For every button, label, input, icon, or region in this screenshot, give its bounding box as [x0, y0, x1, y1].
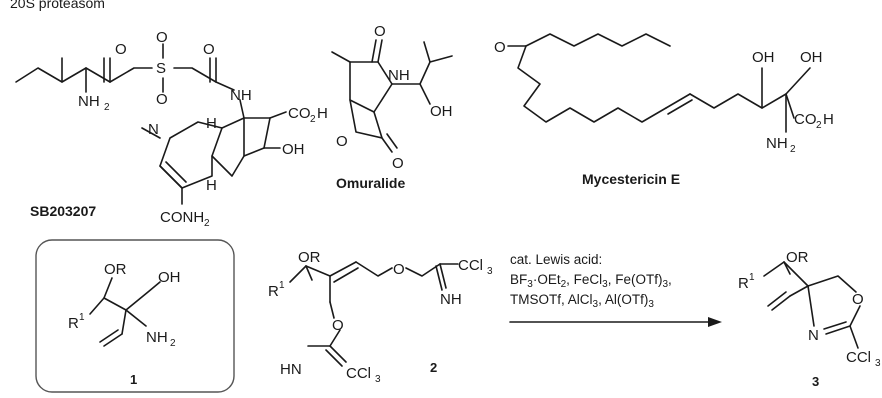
svg-text:2: 2: [790, 144, 796, 155]
svg-text:O: O: [392, 155, 404, 172]
svg-text:1: 1: [749, 272, 755, 283]
svg-text:O: O: [332, 317, 344, 334]
svg-text:OH: OH: [158, 269, 181, 286]
svg-text:O: O: [374, 23, 386, 40]
svg-text:O: O: [115, 41, 127, 58]
svg-text:3: 3: [487, 266, 493, 277]
structure-mycestericin-e: O OH OH CO 2 H NH 2 Mycestericin E: [494, 33, 834, 187]
svg-text:1: 1: [79, 312, 85, 323]
svg-text:CONH: CONH: [160, 209, 204, 226]
svg-text:R: R: [738, 275, 749, 292]
svg-text:CO: CO: [288, 105, 311, 122]
header-fragment: 20S proteasom: [10, 0, 105, 11]
svg-text:2: 2: [204, 218, 210, 229]
svg-text:NH: NH: [440, 291, 462, 308]
svg-text:3: 3: [812, 374, 819, 389]
svg-text:OR: OR: [786, 249, 809, 266]
reaction-conditions: cat. Lewis acid: BF3·OEt2, FeCl3, Fe(OTf…: [510, 252, 672, 310]
svg-text:2: 2: [310, 114, 316, 125]
structure-sb203207: O O S O O NH NH 2 H H CO 2 H OH N CONH 2…: [15, 29, 328, 229]
svg-text:NH: NH: [78, 93, 100, 110]
svg-text:1: 1: [130, 372, 137, 387]
structure-compound-3: OR R 1 O N CCl 3 3: [738, 249, 881, 389]
svg-text:OR: OR: [298, 249, 321, 266]
svg-text:O: O: [494, 39, 506, 56]
svg-text:2: 2: [104, 102, 110, 113]
svg-text:R: R: [68, 315, 79, 332]
svg-text:O: O: [336, 133, 348, 150]
svg-text:S: S: [156, 60, 166, 77]
svg-text:H: H: [317, 105, 328, 122]
svg-text:NH: NH: [146, 329, 168, 346]
reaction-arrow: [509, 317, 722, 327]
svg-text:CO: CO: [794, 111, 817, 128]
svg-text:2: 2: [430, 360, 437, 375]
svg-text:H: H: [206, 115, 217, 132]
svg-text:2: 2: [170, 338, 176, 349]
svg-text:O: O: [156, 29, 168, 46]
svg-text:N: N: [148, 121, 159, 138]
svg-text:OH: OH: [430, 103, 453, 120]
svg-text:HN: HN: [280, 361, 302, 378]
structure-omuralide: O NH O O OH Omuralide: [331, 23, 453, 191]
svg-text:3: 3: [875, 358, 881, 369]
sb203207-label: SB203207: [30, 203, 96, 219]
svg-text:TMSOTf, AlCl3, Al(OTf)3: TMSOTf, AlCl3, Al(OTf)3: [510, 292, 654, 310]
svg-text:O: O: [393, 261, 405, 278]
svg-text:H: H: [206, 177, 217, 194]
svg-text:3: 3: [375, 374, 381, 385]
svg-text:OH: OH: [752, 49, 775, 66]
svg-text:1: 1: [279, 280, 285, 291]
svg-text:OH: OH: [282, 141, 305, 158]
svg-text:OH: OH: [800, 49, 823, 66]
svg-text:OR: OR: [104, 261, 127, 278]
svg-text:NH: NH: [230, 87, 252, 104]
svg-text:O: O: [203, 41, 215, 58]
svg-text:CCl: CCl: [458, 257, 483, 274]
svg-text:N: N: [808, 327, 819, 344]
svg-text:R: R: [268, 283, 279, 300]
structure-compound-1: OR OH R 1 NH 2 1: [68, 261, 181, 387]
mycestericin-label: Mycestericin E: [582, 171, 680, 187]
svg-text:NH: NH: [766, 135, 788, 152]
svg-text:BF3·OEt2, FeCl3, Fe(OTf)3,: BF3·OEt2, FeCl3, Fe(OTf)3,: [510, 272, 672, 290]
svg-text:cat. Lewis acid:: cat. Lewis acid:: [510, 252, 602, 267]
omuralide-label: Omuralide: [336, 175, 405, 191]
svg-text:CCl: CCl: [346, 365, 371, 382]
compound-1-frame: [35, 239, 235, 393]
svg-text:O: O: [156, 91, 168, 108]
svg-text:O: O: [852, 291, 864, 308]
svg-text:CCl: CCl: [846, 349, 871, 366]
svg-text:H: H: [823, 111, 834, 128]
structure-compound-2: OR R 1 O CCl 3 NH O HN CCl 3 2: [268, 249, 493, 385]
svg-text:NH: NH: [388, 67, 410, 84]
svg-text:2: 2: [816, 120, 822, 131]
